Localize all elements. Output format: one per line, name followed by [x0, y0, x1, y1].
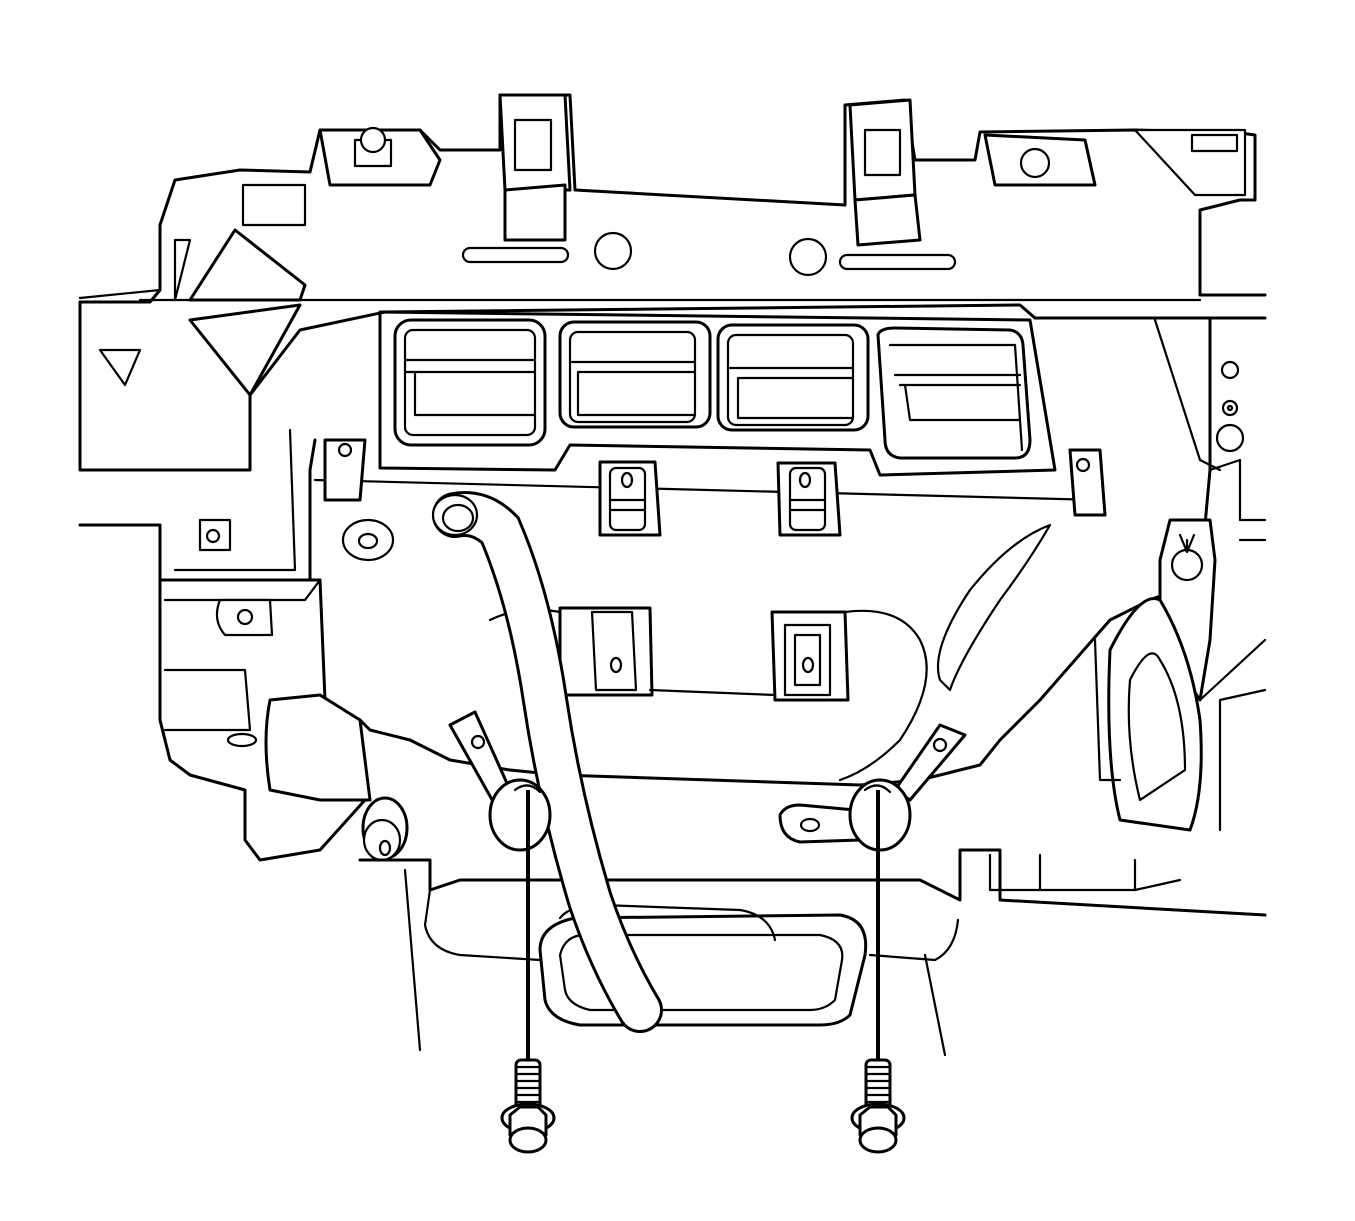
mounting-tab	[776, 461, 842, 537]
bolt-right	[850, 784, 906, 1154]
bolt-left	[500, 784, 556, 1154]
mount-point-left	[448, 710, 552, 852]
mounting-tab	[558, 606, 654, 697]
vent-opening-1	[393, 318, 547, 447]
vent-panel	[378, 310, 1057, 477]
vent-opening-2	[558, 320, 712, 429]
lower-body	[78, 318, 1267, 1057]
mount-point-right	[778, 723, 967, 852]
hose	[431, 491, 663, 1033]
vent-opening-3	[716, 323, 870, 432]
mounting-tab	[770, 610, 850, 702]
vent-opening-4	[876, 326, 1032, 460]
upper-panel	[78, 93, 1267, 472]
mounting-tab	[598, 460, 662, 537]
